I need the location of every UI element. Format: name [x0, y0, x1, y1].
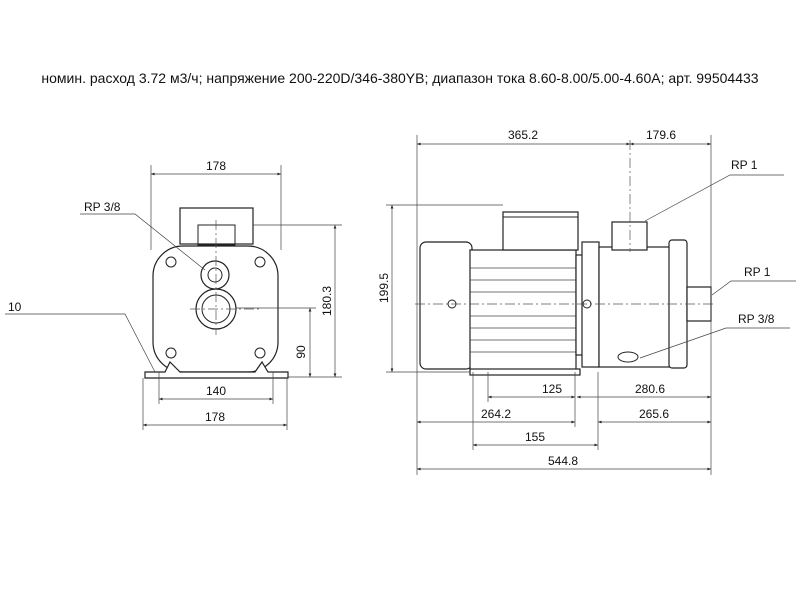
- front-view: 178 180.3 90 140 178 RP 3/8 10: [5, 159, 342, 430]
- front-height-axis: 90: [294, 345, 308, 359]
- dim-365: 365.2: [508, 128, 538, 142]
- bolts: [165, 256, 266, 359]
- front-width-bottom: 178: [205, 410, 225, 424]
- front-height-total: 180.3: [320, 286, 334, 316]
- front-port-label: RP 3/8: [84, 200, 121, 214]
- drain-label: RP 3/8: [738, 312, 775, 326]
- fan-cover: [419, 241, 473, 370]
- pump-feet: [144, 360, 289, 379]
- pump-casing: [598, 246, 672, 368]
- dim-199: 199.5: [377, 273, 391, 303]
- outlet-label: RP 1: [731, 158, 758, 172]
- terminal-box: [502, 211, 579, 251]
- motor-fins: [470, 267, 576, 353]
- dim-179: 179.6: [646, 128, 676, 142]
- spec-caption: номин. расход 3.72 м3/ч; напряжение 200-…: [41, 70, 759, 86]
- front-width-top: 178: [206, 159, 226, 173]
- dim-265: 265.6: [639, 407, 669, 421]
- inlet-label: RP 1: [744, 265, 771, 279]
- terminal-box: [179, 207, 254, 245]
- outlet-port: [611, 221, 648, 251]
- drain-port: [617, 351, 639, 363]
- dim-544: 544.8: [548, 454, 578, 468]
- dim-264: 264.2: [481, 407, 511, 421]
- front-foot-holes: 140: [206, 384, 226, 398]
- base: [469, 368, 581, 376]
- dim-125: 125: [542, 382, 562, 396]
- dim-155: 155: [525, 430, 545, 444]
- drain-port: [207, 267, 223, 283]
- front-foot-label: 10: [8, 300, 22, 314]
- side-view: 365.2 179.6 199.5 125 280.6 264.2 265.6 …: [377, 128, 796, 475]
- dim-280: 280.6: [635, 382, 665, 396]
